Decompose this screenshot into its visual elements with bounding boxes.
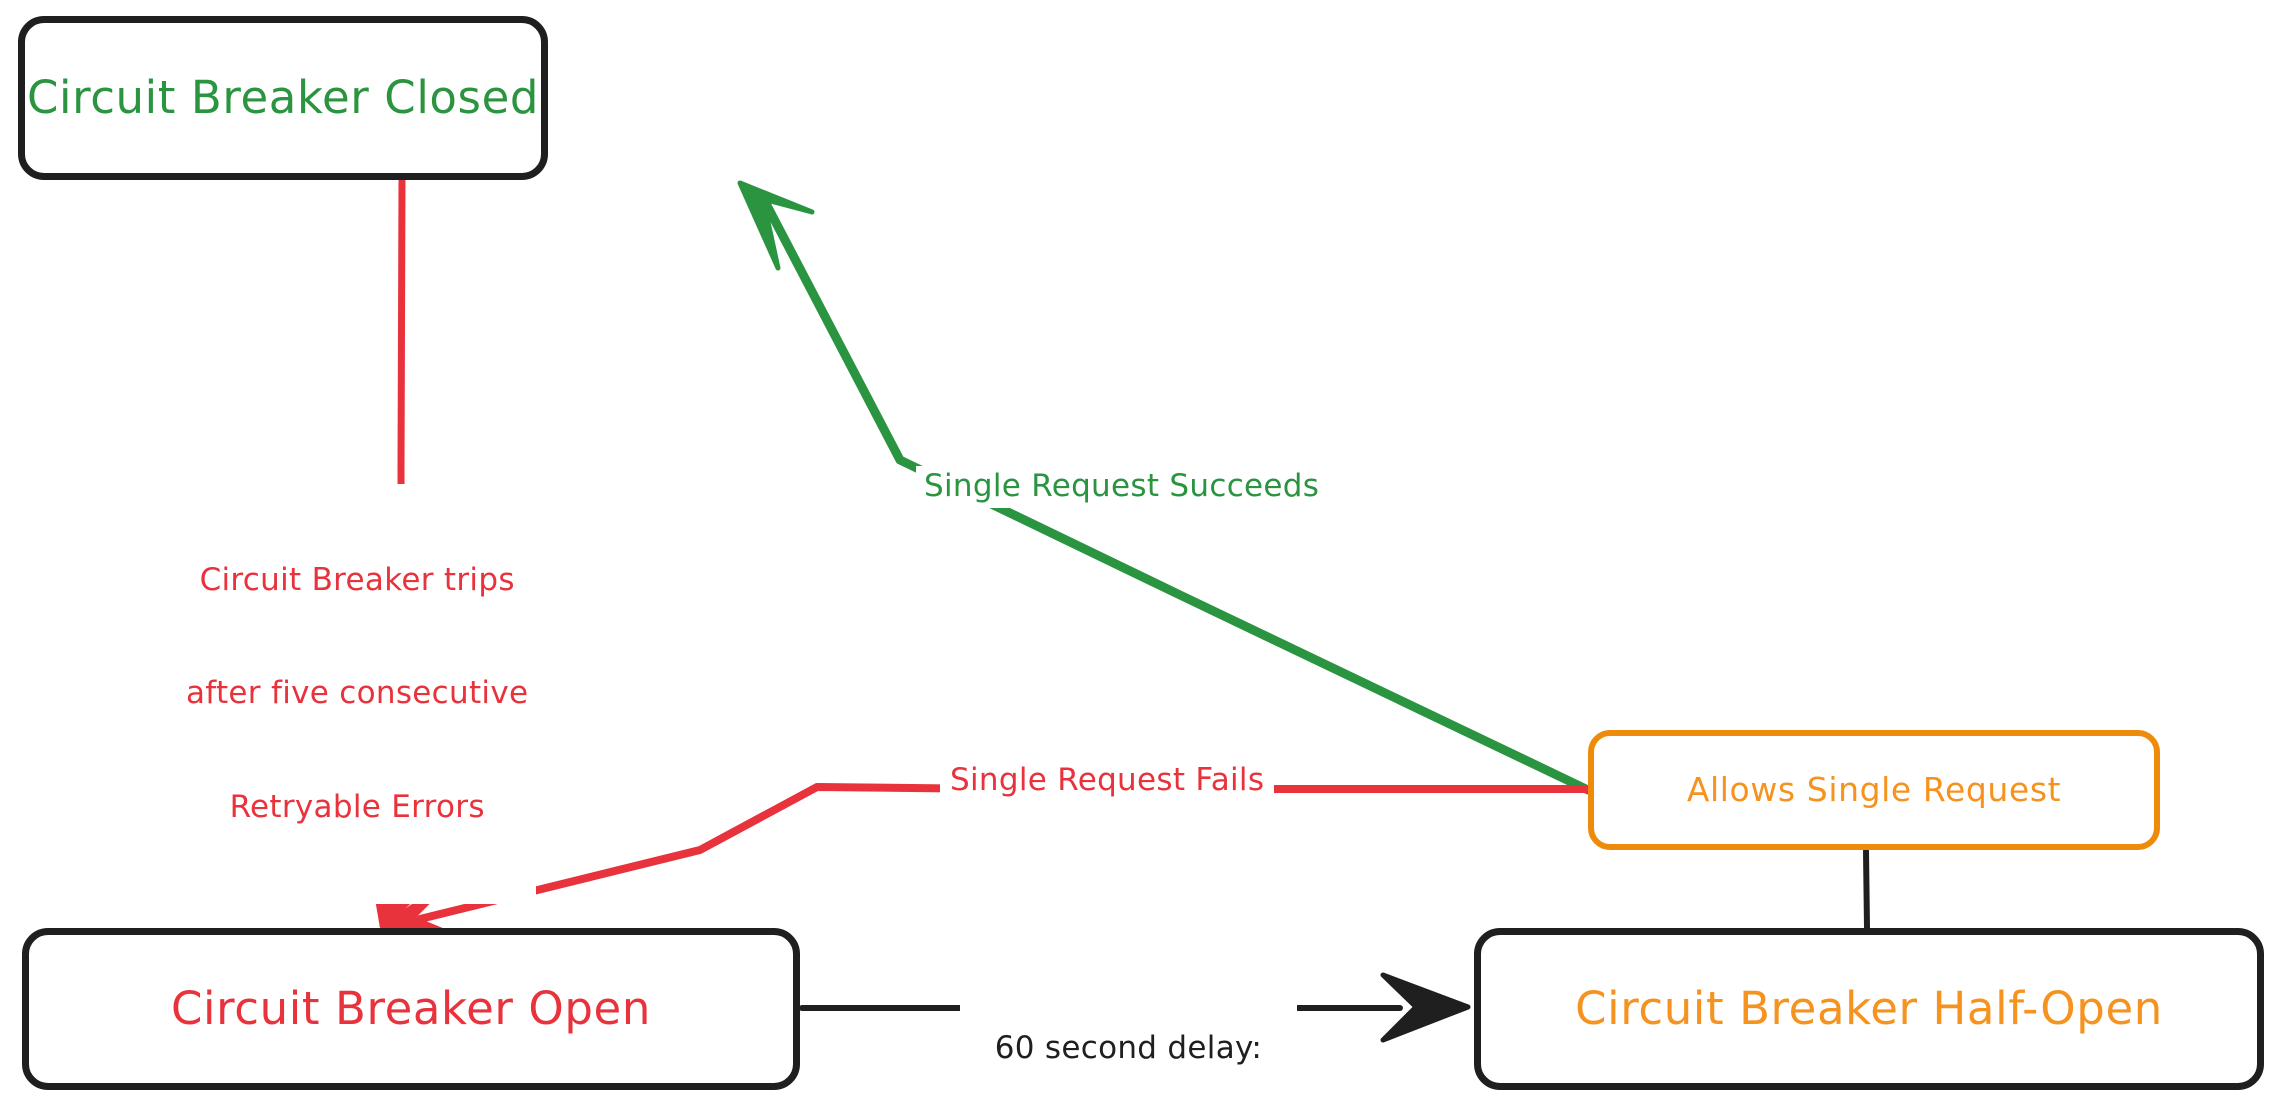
edge-allows-to-open [379,783,1592,935]
edge-allows-to-closed [737,180,1593,795]
node-closed-label: Circuit Breaker Closed [26,71,540,125]
node-circuit-breaker-open[interactable]: Circuit Breaker Open [22,928,800,1090]
node-open-label: Circuit Breaker Open [171,982,651,1036]
edge-halfopen-to-allows [1863,848,1870,931]
node-allows-single-request[interactable]: Allows Single Request [1588,730,2160,850]
edge-label-trips-line1: Circuit Breaker trips [199,561,515,598]
edge-label-sixty-second-delay: 60 second delay: No requests allowed [960,952,1297,1107]
edge-label-trips-line3: Retryable Errors [229,788,485,825]
edge-label-single-request-succeeds: Single Request Succeeds [916,466,1328,508]
edge-label-trips-line2: after five consecutive [186,675,529,712]
node-circuit-breaker-half-open[interactable]: Circuit Breaker Half-Open [1474,928,2264,1090]
node-allows-label: Allows Single Request [1686,769,2062,809]
edge-label-delay-line1: 60 second delay: [994,1029,1263,1066]
node-half-open-label: Circuit Breaker Half-Open [1575,982,2163,1036]
edge-label-circuit-breaker-trips: Circuit Breaker trips after five consecu… [178,484,537,904]
node-circuit-breaker-closed[interactable]: Circuit Breaker Closed [18,16,548,180]
edge-label-single-request-fails: Single Request Fails [940,762,1275,800]
